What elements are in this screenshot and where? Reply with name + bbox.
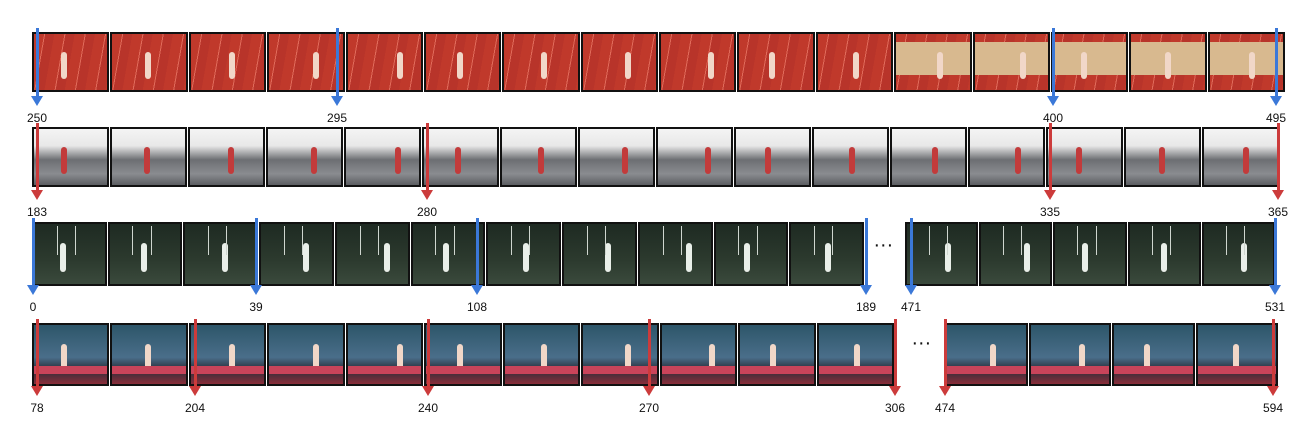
video-frame-thumbnail bbox=[32, 32, 109, 92]
video-frame-thumbnail bbox=[905, 222, 978, 286]
video-frame-thumbnail bbox=[266, 127, 343, 187]
video-frame-thumbnail bbox=[335, 222, 410, 286]
video-frame-thumbnail bbox=[32, 323, 109, 386]
video-frame-thumbnail bbox=[562, 222, 637, 286]
frame-index-label: 474 bbox=[934, 401, 956, 415]
video-frame-thumbnail bbox=[812, 127, 889, 187]
video-frame-thumbnail bbox=[1124, 127, 1201, 187]
video-frame-thumbnail bbox=[714, 222, 788, 286]
video-frame-thumbnail bbox=[973, 32, 1050, 92]
video-frame-thumbnail bbox=[817, 323, 894, 386]
ellipsis-gap: ... bbox=[912, 327, 932, 350]
video-frame-thumbnail bbox=[183, 222, 258, 286]
video-frame-thumbnail bbox=[502, 32, 580, 92]
video-frame-thumbnail bbox=[1202, 222, 1275, 286]
video-frame-thumbnail bbox=[660, 323, 737, 386]
frame-index-label: 78 bbox=[30, 401, 44, 415]
frame-index-label: 270 bbox=[638, 401, 660, 415]
frame-index-label: 183 bbox=[26, 205, 48, 219]
video-frame-thumbnail bbox=[638, 222, 713, 286]
video-frame-thumbnail bbox=[1129, 32, 1207, 92]
frame-index-label: 189 bbox=[855, 300, 877, 314]
video-frame-thumbnail bbox=[968, 127, 1045, 187]
video-frame-thumbnail bbox=[110, 127, 187, 187]
video-frame-thumbnail bbox=[110, 32, 188, 92]
video-frame-thumbnail bbox=[424, 32, 501, 92]
frame-index-label: 295 bbox=[326, 111, 348, 125]
frame-index-label: 365 bbox=[1267, 205, 1289, 219]
video-frame-thumbnail bbox=[32, 127, 109, 187]
video-frame-thumbnail bbox=[737, 32, 815, 92]
video-frame-thumbnail bbox=[110, 323, 188, 386]
video-frame-thumbnail bbox=[32, 222, 107, 286]
video-frame-thumbnail bbox=[1128, 222, 1201, 286]
video-frame-thumbnail bbox=[259, 222, 334, 286]
video-frame-thumbnail bbox=[578, 127, 655, 187]
frame-index-label: 531 bbox=[1264, 300, 1286, 314]
frame-index-label: 594 bbox=[1262, 401, 1284, 415]
video-frame-thumbnail bbox=[789, 222, 864, 286]
ellipsis-gap: ... bbox=[874, 229, 894, 252]
video-frame-thumbnail bbox=[738, 323, 816, 386]
video-frame-thumbnail bbox=[108, 222, 182, 286]
video-frame-thumbnail bbox=[1051, 32, 1128, 92]
frame-index-label: 108 bbox=[466, 300, 488, 314]
frame-index-label: 0 bbox=[29, 300, 37, 314]
video-frame-thumbnail bbox=[1208, 32, 1285, 92]
video-frame-thumbnail bbox=[1053, 222, 1127, 286]
frame-index-label: 240 bbox=[417, 401, 439, 415]
video-frame-thumbnail bbox=[267, 323, 345, 386]
video-frame-thumbnail bbox=[500, 127, 577, 187]
frame-index-label: 39 bbox=[249, 300, 263, 314]
video-frame-thumbnail bbox=[945, 323, 1028, 386]
video-frame-thumbnail bbox=[1029, 323, 1111, 386]
video-frame-thumbnail bbox=[267, 32, 345, 92]
video-frame-thumbnail bbox=[979, 222, 1052, 286]
video-frame-thumbnail bbox=[1196, 323, 1278, 386]
video-frame-thumbnail bbox=[894, 32, 972, 92]
frame-index-label: 204 bbox=[184, 401, 206, 415]
video-frame-thumbnail bbox=[816, 32, 893, 92]
video-frame-thumbnail bbox=[1112, 323, 1195, 386]
video-frame-thumbnail bbox=[734, 127, 811, 187]
video-frame-thumbnail bbox=[503, 323, 580, 386]
video-frame-thumbnail bbox=[581, 323, 659, 386]
video-frame-thumbnail bbox=[344, 127, 421, 187]
video-frame-thumbnail bbox=[411, 222, 485, 286]
frame-index-label: 471 bbox=[900, 300, 922, 314]
video-frame-thumbnail bbox=[581, 32, 658, 92]
frame-index-label: 495 bbox=[1265, 111, 1287, 125]
frame-index-label: 280 bbox=[416, 205, 438, 219]
video-frame-thumbnail bbox=[424, 323, 502, 386]
video-frame-thumbnail bbox=[189, 32, 266, 92]
video-frame-thumbnail bbox=[486, 222, 561, 286]
video-frame-thumbnail bbox=[422, 127, 499, 187]
video-frame-thumbnail bbox=[1202, 127, 1279, 187]
video-frame-thumbnail bbox=[659, 32, 736, 92]
frame-index-label: 400 bbox=[1042, 111, 1064, 125]
video-frame-thumbnail bbox=[656, 127, 733, 187]
video-frame-thumbnail bbox=[189, 323, 266, 386]
video-frame-thumbnail bbox=[890, 127, 967, 187]
video-frame-thumbnail bbox=[346, 323, 423, 386]
video-frame-thumbnail bbox=[1046, 127, 1123, 187]
video-frame-thumbnail bbox=[346, 32, 423, 92]
frame-index-label: 335 bbox=[1039, 205, 1061, 219]
frame-index-label: 306 bbox=[884, 401, 906, 415]
video-frame-thumbnail bbox=[188, 127, 265, 187]
frame-index-label: 250 bbox=[26, 111, 48, 125]
